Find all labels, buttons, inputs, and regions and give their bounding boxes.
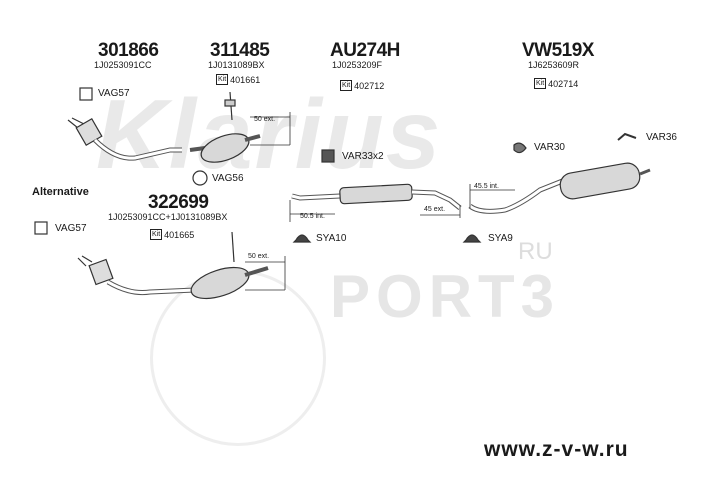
kit-icon: Kit	[216, 74, 229, 85]
vag56-label: VAG56	[212, 173, 244, 184]
sya9-icon	[462, 234, 482, 243]
vag57-bottom-label: VAG57	[55, 223, 87, 234]
combined-pipe-322699	[77, 231, 286, 300]
catalyst-311485	[189, 91, 291, 163]
var33-label: VAR33x2	[342, 151, 384, 162]
oem-number-AU274H: 1J0253209F	[332, 60, 383, 70]
kit-number: 402712	[354, 80, 385, 91]
kit-number: 402714	[548, 78, 579, 89]
vag57-top-icon	[79, 87, 93, 101]
front-pipe-301866	[67, 117, 182, 161]
vag57-bottom-icon	[34, 221, 48, 235]
kit-322699: Kit 401665	[150, 229, 194, 240]
var36-label: VAR36	[646, 132, 677, 143]
rear-section-VW519X	[468, 162, 651, 214]
watermark-port3: PORT3	[330, 263, 561, 330]
kit-icon: Kit	[534, 78, 547, 89]
part-number-301866: 301866	[98, 40, 159, 61]
kit-icon: Kit	[340, 80, 353, 91]
website-url: www.z-v-w.ru	[484, 438, 629, 461]
sya10-icon	[292, 234, 312, 243]
part-number-322699: 322699	[148, 192, 209, 213]
middle-section-AU274H	[289, 183, 462, 222]
kit-number: 401665	[164, 229, 195, 240]
dimension-45-5-int: 45.5 int.	[474, 183, 499, 190]
var33-icon	[321, 149, 335, 163]
oem-number-322699: 1J0253091CC+1J0131089BX	[108, 212, 228, 222]
var30-label: VAR30	[534, 142, 565, 153]
part-number-VW519X: VW519X	[522, 40, 594, 61]
dimension-50-ext-bottom: 50 ext.	[248, 253, 270, 260]
var36-icon	[617, 132, 637, 141]
kit-icon: Kit	[150, 229, 163, 240]
alternative-label: Alternative	[32, 186, 89, 198]
var30-icon	[513, 142, 527, 154]
sya9-label: SYA9	[488, 233, 513, 244]
vag56-icon	[192, 170, 208, 186]
watermark-klarius: Klarius	[96, 79, 443, 189]
dimension-50-ext-top: 50 ext.	[254, 116, 276, 123]
kit-AU274H: Kit 402712	[340, 80, 384, 91]
vag57-top-label: VAG57	[98, 88, 130, 99]
part-number-AU274H: AU274H	[330, 40, 400, 61]
kit-311485: Kit 401661	[216, 74, 260, 85]
kit-VW519X: Kit 402714	[534, 78, 578, 89]
dimension-45-ext: 45 ext.	[424, 206, 446, 213]
oem-number-VW519X: 1J6253609R	[528, 60, 580, 70]
oem-number-301866: 1J0253091CC	[94, 60, 152, 70]
watermark-ru: RU	[518, 238, 553, 265]
dimension-50-5-int: 50.5 int.	[300, 213, 325, 220]
sya10-label: SYA10	[316, 233, 347, 244]
oem-number-311485: 1J0131089BX	[208, 60, 265, 70]
kit-number: 401661	[230, 74, 261, 85]
part-number-311485: 311485	[210, 40, 270, 61]
